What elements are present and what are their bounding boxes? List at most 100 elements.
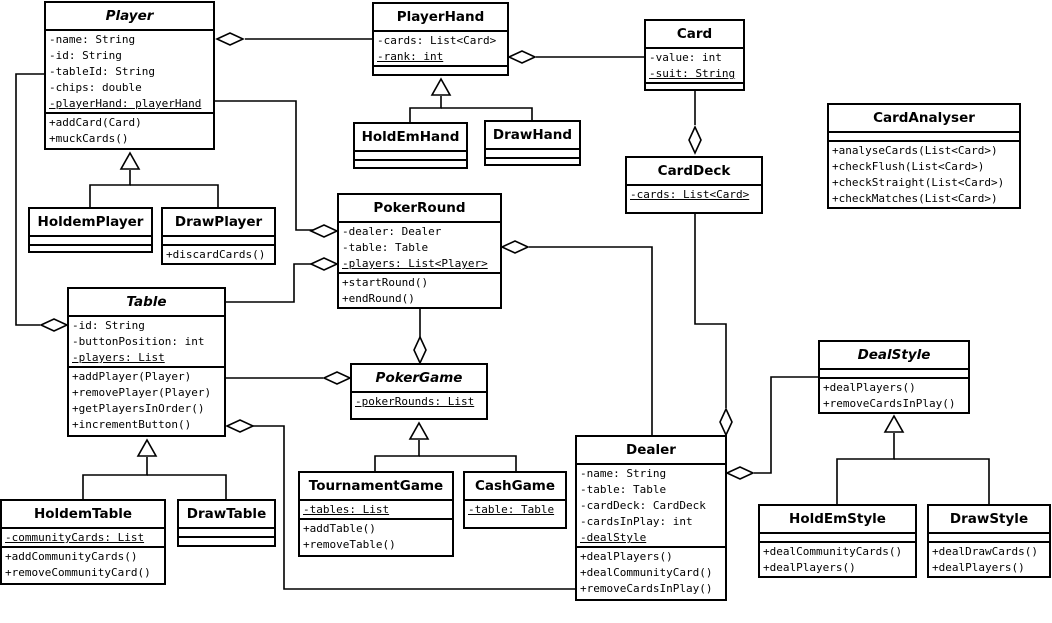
attributes-section: -name: String-id: String-tableId: String…	[46, 31, 213, 114]
class-name: HoldemTable	[2, 501, 164, 529]
attributes-section: -table: Table	[465, 501, 565, 518]
cashgame-generalization	[419, 455, 517, 471]
class-card: Card -value: int -suit: String	[644, 19, 745, 91]
attribute: -cards: List<Card>	[630, 188, 750, 201]
class-name: PokerGame	[352, 365, 486, 393]
operation: +removeCardsInPlay()	[580, 582, 713, 595]
attribute: -value: int	[649, 51, 722, 64]
attributes-section	[355, 152, 466, 161]
holdemtable-generalization	[82, 457, 148, 499]
operations-section	[355, 161, 466, 168]
aggregation-diamond	[413, 335, 427, 365]
operations-section: +dealCommunityCards()+dealPlayers()	[760, 543, 915, 576]
class-cardanalyser: CardAnalyser +analyseCards(List<Card>) +ch…	[827, 103, 1021, 209]
operation: +addCard(Card)	[49, 116, 142, 129]
class-name: CardDeck	[627, 158, 761, 186]
class-name: TournamentGame	[300, 473, 452, 501]
operation: +dealPlayers()	[763, 561, 856, 574]
class-name: Card	[646, 21, 743, 49]
attribute: -suit: String	[649, 67, 736, 80]
class-name: DrawPlayer	[163, 209, 274, 237]
class-dealstyle: DealStyle+dealPlayers()+removeCardsInPla…	[818, 340, 970, 414]
operations-section: +addPlayer(Player)+removePlayer(Player)+…	[69, 368, 224, 433]
aggregation-diamond	[507, 50, 537, 64]
drawtable-generalization	[147, 474, 227, 499]
operation: +checkMatches(List<Card>)	[832, 192, 998, 205]
table-pokerround-link	[226, 263, 324, 303]
operations-section	[30, 246, 151, 253]
attribute: -id: String	[72, 319, 145, 332]
generalization-arrow	[119, 151, 141, 170]
generalization-arrow	[136, 438, 158, 457]
operation: +removeCommunityCard()	[5, 566, 151, 579]
class-drawhand: DrawHand	[484, 120, 581, 166]
operation: +addCommunityCards()	[5, 550, 138, 563]
attribute: -table: Table	[580, 483, 667, 496]
drawhand-generalization	[441, 107, 533, 120]
class-pokergame: PokerGame -pokerRounds: List	[350, 363, 488, 420]
class-name: DrawHand	[486, 122, 579, 150]
attribute: -players: List<Player>	[342, 257, 488, 270]
aggregation-diamond	[719, 407, 733, 437]
class-name: HoldEmHand	[355, 124, 466, 152]
operations-section: +discardCards()	[163, 246, 274, 263]
class-name: CardAnalyser	[829, 105, 1019, 133]
class-holdemhand: HoldEmHand	[353, 122, 468, 169]
operation: +discardCards()	[166, 248, 266, 261]
operation: +analyseCards(List<Card>)	[832, 144, 998, 157]
class-drawplayer: DrawPlayer +discardCards()	[161, 207, 276, 265]
operation: +muckCards()	[49, 132, 129, 145]
aggregation-diamond	[39, 318, 69, 332]
class-dealer: Dealer -name: String -table: Table -cardDec…	[575, 435, 727, 601]
pokerround-dealer-link	[529, 246, 653, 435]
attribute: -cardDeck: CardDeck	[580, 499, 706, 512]
operations-section	[486, 159, 579, 166]
aggregation-diamond	[500, 240, 530, 254]
class-name: Dealer	[577, 437, 725, 465]
attributes-section	[486, 150, 579, 159]
operations-section: +dealDrawCards() +dealPlayers()	[929, 543, 1049, 576]
generalization-arrow	[408, 421, 430, 440]
attribute: -rank: int	[377, 50, 444, 63]
class-name: HoldemPlayer	[30, 209, 151, 237]
attributes-section	[760, 534, 915, 543]
aggregation-diamond	[215, 32, 245, 46]
operations-section: +addCard(Card) +muckCards()	[46, 114, 213, 147]
operation: +dealCommunityCard()	[580, 566, 713, 579]
generalization-arrow	[430, 77, 452, 96]
attributes-section: -pokerRounds: List	[352, 393, 486, 410]
class-name: HoldEmStyle	[760, 506, 915, 534]
attribute: -buttonPosition: int	[72, 335, 205, 348]
operation: +getPlayersInOrder()	[72, 402, 205, 415]
attributes-section: -dealer: Dealer-table: Table-players: Li…	[339, 223, 500, 274]
class-name: PlayerHand	[374, 4, 507, 32]
class-name: Player	[46, 3, 213, 31]
attribute: -players: List	[72, 351, 165, 364]
operation: +startRound()	[342, 276, 429, 289]
attributes-section: -value: int -suit: String	[646, 49, 743, 84]
attribute: -pokerRounds: List	[355, 395, 475, 408]
aggregation-diamond	[225, 419, 255, 433]
attributes-section: -cards: List<Card>-rank: int	[374, 32, 507, 67]
operation: +checkFlush(List<Card>)	[832, 160, 985, 173]
aggregation-diamond	[725, 466, 755, 480]
tournamentgame-generalization	[374, 440, 420, 471]
operation: +dealPlayers()	[823, 381, 916, 394]
generalization-arrow	[883, 414, 905, 433]
operation: +dealPlayers()	[932, 561, 1025, 574]
class-name: Table	[69, 289, 224, 317]
operation: +dealPlayers()	[580, 550, 673, 563]
class-player: Player-name: String-id: String-tableId: …	[44, 1, 215, 150]
operation: +endRound()	[342, 292, 415, 305]
attributes-section: -communityCards: List	[2, 529, 164, 548]
operations-section: +addCommunityCards() +removeCommunityCard…	[2, 548, 164, 581]
operation: +dealDrawCards()	[932, 545, 1038, 558]
attributes-section: -id: String -buttonPosition: int -players:…	[69, 317, 224, 368]
class-carddeck: CardDeck -cards: List<Card>	[625, 156, 763, 214]
attributes-section: -cards: List<Card>	[627, 186, 761, 203]
attribute: -name: String	[580, 467, 667, 480]
attributes-section: -name: String -table: Table -cardDeck: Car…	[577, 465, 725, 548]
dealstyle-dealer-link	[754, 376, 818, 474]
operations-section: +dealPlayers()+removeCardsInPlay()	[820, 379, 968, 412]
class-name: DrawTable	[179, 501, 274, 529]
